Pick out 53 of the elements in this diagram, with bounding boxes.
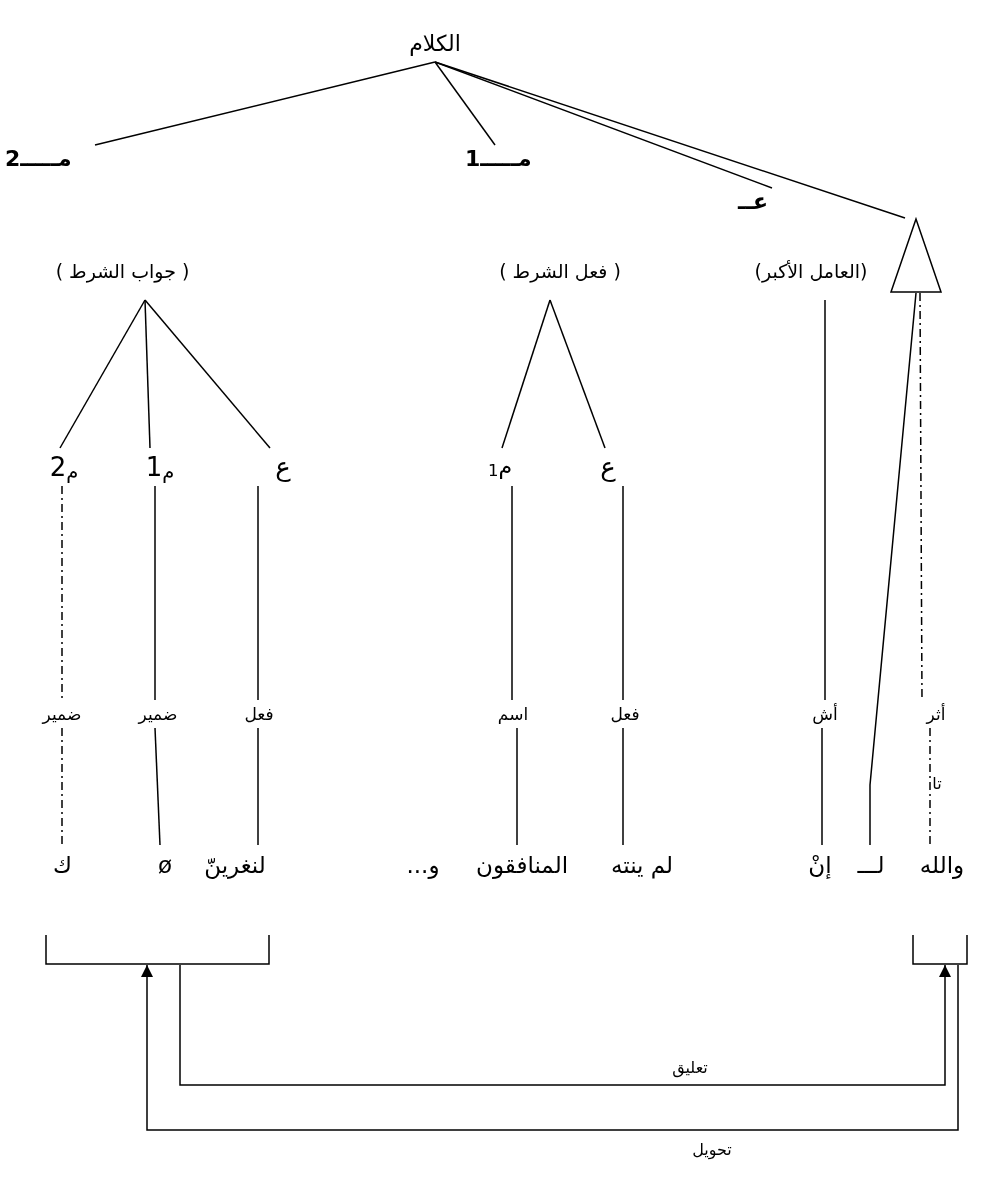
tree-label: إنْ: [798, 845, 842, 885]
tree-branch: [549, 299, 606, 449]
node-label: (العامل الأكبر): [754, 260, 868, 284]
text-label: و...: [405, 850, 441, 881]
tree-branch: [622, 727, 624, 846]
tree-label: ع: [263, 448, 303, 486]
tree-branch: [257, 727, 259, 846]
triangle-shape: [890, 218, 942, 293]
tree-label: لنغرينّ: [190, 845, 280, 885]
arrow: [179, 964, 951, 1086]
node-symbol: مـــــ1: [465, 145, 532, 173]
node-symbol: عــ: [738, 188, 769, 216]
tree-label: أثر: [913, 700, 959, 728]
tree-label: الكلام: [390, 26, 480, 62]
tree-label: فعل: [603, 700, 647, 728]
tree-branch: [154, 485, 156, 701]
tree-branch: [154, 727, 161, 846]
tree-label: اسم: [492, 700, 534, 728]
tree-label: لم ينته: [590, 845, 694, 885]
tree-branch: [61, 485, 63, 701]
tree-label: فعل: [238, 700, 280, 728]
tree-branch: [516, 727, 518, 846]
tree-branch: [61, 727, 63, 846]
tree-branch: [94, 61, 436, 146]
tree-label: أش: [805, 700, 845, 728]
tree-branch: [257, 485, 259, 701]
tree-label: المنافقون: [470, 845, 574, 885]
bracket: [912, 935, 968, 965]
tree-label: ضمير: [30, 700, 94, 728]
tree-label: لـــ: [848, 845, 894, 885]
tree-branch: [511, 485, 513, 701]
tree-branch: [929, 727, 931, 846]
node-label: ( جواب الشرط ): [55, 260, 190, 284]
text-label: تا: [931, 773, 943, 795]
tree-branch: [501, 299, 551, 449]
tree-branch: [144, 299, 271, 449]
tree-branch: [821, 727, 823, 846]
tree-label: ضمير: [126, 700, 190, 728]
tree-branch: [434, 61, 496, 146]
tree-branch: [622, 485, 624, 701]
tree-label: ø: [145, 845, 185, 885]
tree-branch: [144, 299, 151, 449]
node-symbol: مـــــ2: [5, 145, 72, 173]
tree-label: ك: [2, 845, 72, 885]
node-label: ( فعل الشرط ): [499, 260, 621, 284]
bracket: [45, 935, 270, 965]
tree-branch: [869, 292, 917, 846]
tree-branch: [824, 299, 826, 701]
tree-label: ع: [588, 448, 628, 486]
arrow: [141, 964, 959, 1131]
tree-label: والله: [900, 845, 984, 885]
tree-branch: [434, 61, 906, 219]
tree-branch: [59, 299, 146, 449]
